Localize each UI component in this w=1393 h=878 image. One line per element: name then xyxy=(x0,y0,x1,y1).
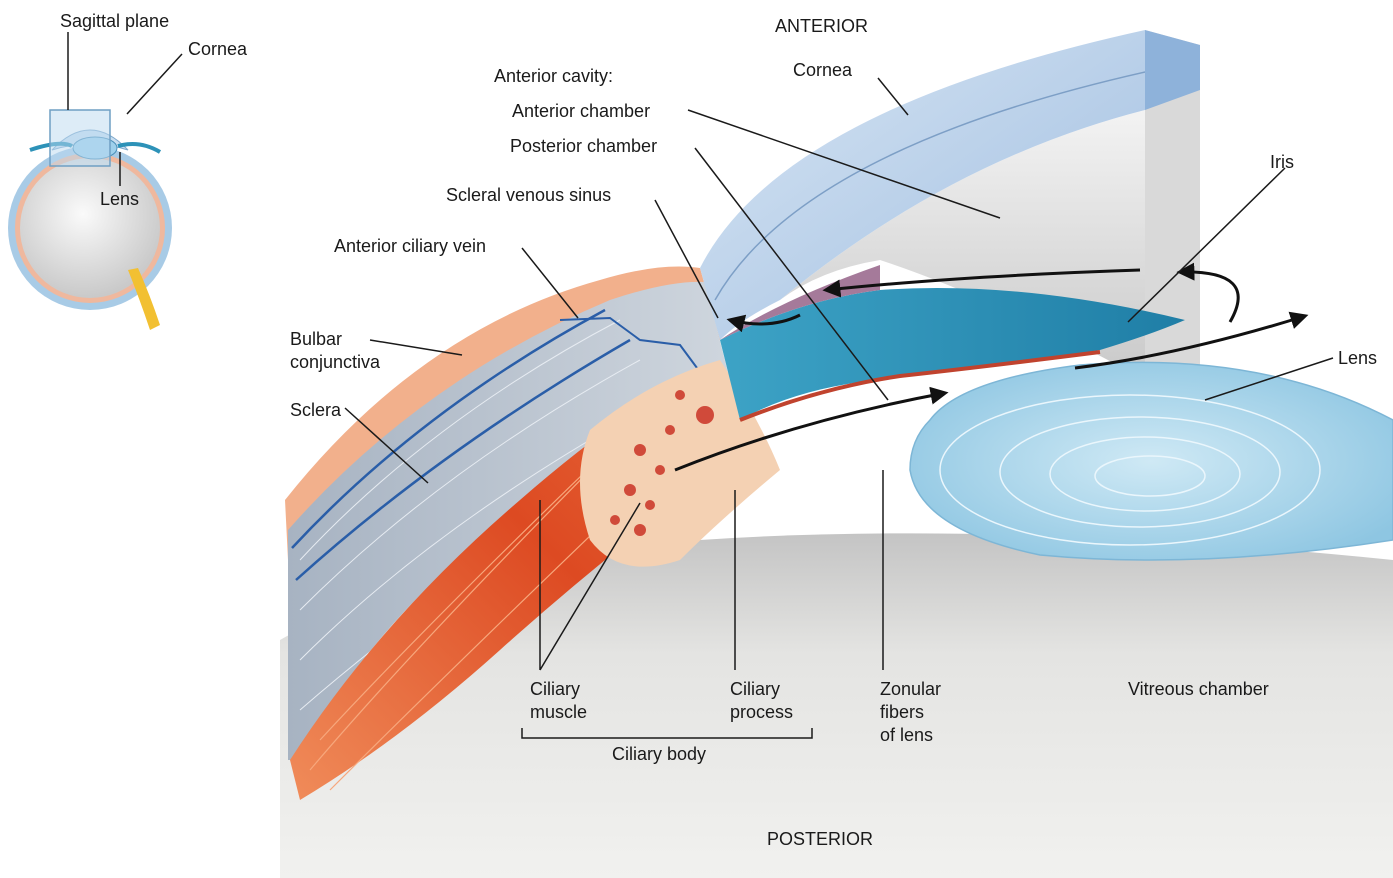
vitreous-chamber-label: Vitreous chamber xyxy=(1128,679,1269,699)
inset-sagittal-plane-box xyxy=(50,110,110,166)
inset-lens-label: Lens xyxy=(100,189,139,209)
posterior-label: POSTERIOR xyxy=(767,829,873,849)
zonular-fibers-label-line1: Zonular xyxy=(880,679,941,699)
posterior-chamber-label: Posterior chamber xyxy=(510,136,657,156)
anterior-chamber-label: Anterior chamber xyxy=(512,101,650,121)
zonular-fibers-label-line3: of lens xyxy=(880,725,933,745)
inset-sagittal-plane-label: Sagittal plane xyxy=(60,11,169,31)
ciliary-process-label-line2: process xyxy=(730,702,793,722)
anterior-ciliary-vein-label: Anterior ciliary vein xyxy=(334,236,486,256)
inset-cornea-leader xyxy=(127,54,182,114)
zonular-fibers xyxy=(760,405,935,500)
inset-cornea-label: Cornea xyxy=(188,39,248,59)
scleral-venous-sinus-label: Scleral venous sinus xyxy=(446,185,611,205)
ciliary-muscle-label-line1: Ciliary xyxy=(530,679,580,699)
lens-label: Lens xyxy=(1338,348,1377,368)
lens-region xyxy=(910,362,1393,560)
anterior-label: ANTERIOR xyxy=(775,16,868,36)
ciliary-muscle-label-line2: muscle xyxy=(530,702,587,722)
cornea-label: Cornea xyxy=(793,60,853,80)
bulbar-conjunctiva-label-line2: conjunctiva xyxy=(290,352,381,372)
iris-label: Iris xyxy=(1270,152,1294,172)
bulbar-conjunctiva-leader xyxy=(370,340,462,355)
ciliary-process-label-line1: Ciliary xyxy=(730,679,780,699)
inset-eye xyxy=(8,110,172,330)
anterior-cavity-label: Anterior cavity: xyxy=(494,66,613,86)
zonular-fibers-label-line2: fibers xyxy=(880,702,924,722)
sclera-label: Sclera xyxy=(290,400,342,420)
bulbar-conjunctiva-label-line1: Bulbar xyxy=(290,329,342,349)
ciliary-body-label: Ciliary body xyxy=(612,744,706,764)
